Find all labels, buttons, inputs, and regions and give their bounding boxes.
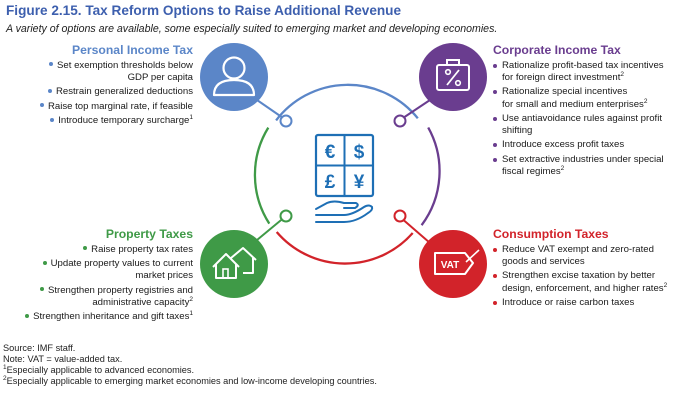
footnote-mark: 2	[643, 97, 648, 105]
yen-symbol: ¥	[354, 172, 365, 193]
list-item: Restrain generalized deductions	[3, 86, 193, 98]
panel-personal-income-tax: Personal Income Tax Set exemption thresh…	[3, 43, 193, 130]
ring-node-property	[279, 209, 293, 223]
panel-title: Corporate Income Tax	[493, 43, 621, 57]
dollar-symbol: $	[354, 142, 365, 163]
footnote-2: 2Especially applicable to emerging marke…	[3, 375, 377, 387]
panel-title: Personal Income Tax	[71, 43, 193, 57]
connector-consumption	[399, 216, 431, 244]
source-note: Source: IMF staff.	[3, 343, 76, 353]
bullet-icon	[25, 313, 30, 318]
bullet-icon	[47, 88, 52, 93]
bullet-icon	[49, 62, 53, 67]
houses-icon	[200, 230, 268, 298]
currency-hand-icon: € $ £ ¥	[314, 133, 375, 223]
ring-node-personal	[279, 114, 293, 128]
figure-title: Figure 2.15. Tax Reform Options to Raise…	[6, 3, 402, 18]
bullet-icon	[50, 117, 55, 122]
list-item: Introduce excess profit taxes	[493, 139, 678, 151]
connector-corporate	[399, 99, 431, 121]
panel-title: Property Taxes	[105, 227, 193, 241]
footnote-mark: 2	[663, 281, 668, 289]
pound-symbol: £	[325, 172, 336, 193]
bullet-icon	[83, 246, 88, 251]
footnote-1: 1Especially applicable to advanced econo…	[3, 364, 195, 376]
briefcase-percent-icon	[419, 43, 487, 111]
footnote-mark: 2	[560, 164, 565, 172]
panel-property-taxes: Property Taxes Raise property tax rates …	[0, 227, 193, 326]
footnote-mark: 1	[189, 114, 193, 122]
list-item: Raise top marginal rate, if feasible	[3, 101, 193, 113]
figure-notes: Source: IMF staff. Note: VAT = value-add…	[3, 343, 377, 387]
ring-node-corporate	[393, 114, 407, 128]
bullet-icon	[39, 287, 44, 292]
list-item: Introduce temporary surcharge1	[3, 114, 193, 127]
bullet-icon	[39, 103, 44, 108]
abbreviation-note: Note: VAT = value-added tax.	[3, 354, 123, 365]
list-item: Strengthen inheritance and gift taxes1	[0, 310, 193, 323]
footnote-mark: 1	[189, 310, 193, 318]
footnote-mark: 2	[620, 70, 625, 78]
list-item: Raise property tax rates	[0, 244, 193, 256]
bullet-icon	[42, 260, 47, 265]
ring-arc-personal	[275, 83, 419, 122]
figure-subtitle: A variety of options are available, some…	[6, 23, 498, 35]
person-icon	[200, 43, 268, 111]
footnote-mark: 2	[189, 295, 193, 303]
panel-corporate-income-tax: Corporate Income Tax Rationalize profit-…	[493, 43, 678, 180]
ring-arc-consumption	[275, 231, 414, 265]
panel-consumption-taxes: Consumption Taxes Reduce VAT exempt and …	[493, 227, 678, 311]
bullet-list: Raise property tax rates Update property…	[0, 244, 193, 323]
ring-arc-corporate	[420, 126, 441, 226]
vat-tag-icon: VAT	[419, 230, 487, 298]
vat-tag-label: VAT	[441, 260, 460, 271]
ring-arc-property	[253, 126, 271, 225]
ring-node-consumption	[393, 209, 407, 223]
euro-symbol: €	[325, 142, 336, 163]
panel-title: Consumption Taxes	[493, 227, 609, 241]
list-item: Introduce or raise carbon taxes	[493, 297, 678, 309]
